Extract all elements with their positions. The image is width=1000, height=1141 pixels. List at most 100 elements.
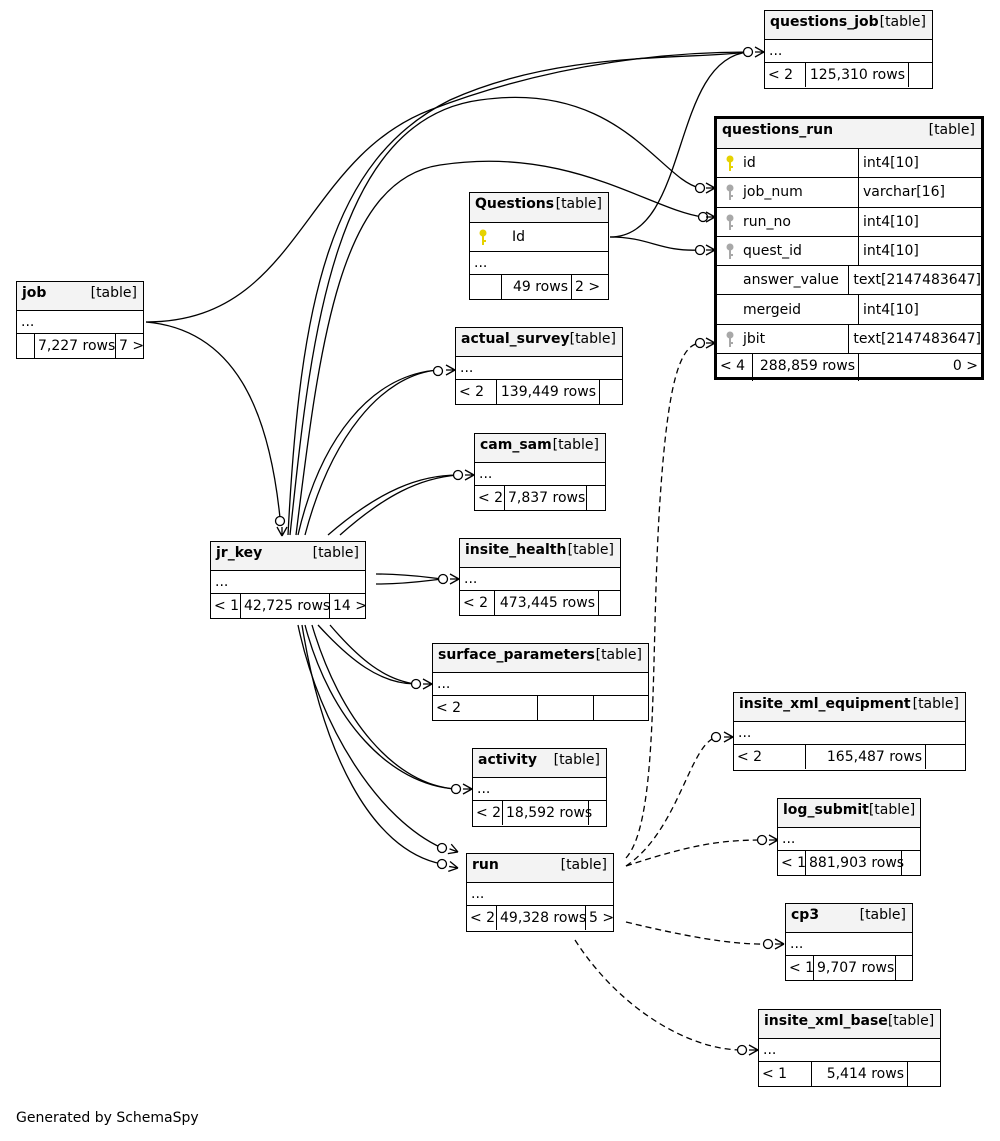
- column-name-cell: answer_value: [717, 266, 850, 295]
- row-count: 42,725 rows: [241, 594, 330, 618]
- rel-run-qr-jbit: [625, 342, 701, 859]
- children-count[interactable]: [600, 380, 622, 404]
- row-count: 165,487 rows: [806, 745, 926, 769]
- children-count[interactable]: [909, 63, 931, 87]
- parents-count[interactable]: < 2: [473, 801, 503, 825]
- table-kind: [table]: [868, 802, 916, 818]
- table-name: job: [22, 285, 47, 301]
- table-run[interactable]: run [table] ... < 2 49,328 rows 5 >: [466, 853, 614, 932]
- table-surface_parameters[interactable]: surface_parameters [table] ... < 2: [432, 643, 649, 721]
- children-count[interactable]: [587, 486, 605, 510]
- rel-job-questions_job: [145, 51, 749, 323]
- children-count[interactable]: [594, 696, 648, 720]
- parents-count[interactable]: < 2: [475, 486, 505, 510]
- table-name: surface_parameters: [438, 647, 595, 663]
- parents-count[interactable]: < 2: [467, 906, 497, 930]
- table-name: cam_sam: [480, 437, 552, 453]
- column-name: mergeid: [743, 301, 802, 318]
- column-name: id: [743, 155, 756, 172]
- column-name-cell: run_no: [717, 207, 859, 236]
- primary-key-icon: [479, 229, 487, 245]
- crowfoot: [754, 46, 765, 58]
- columns-collapsed: ...: [473, 778, 606, 801]
- columns-collapsed: ...: [470, 252, 608, 275]
- end-circle: [710, 731, 722, 743]
- table-job[interactable]: job [table] ... 7,227 rows 7 >: [16, 281, 144, 359]
- parents-count[interactable]: < 2: [765, 63, 806, 87]
- columns-collapsed: ...: [786, 933, 912, 956]
- crowfoot: [462, 783, 473, 795]
- columns-collapsed: ...: [456, 357, 622, 380]
- column-name-cell: quest_id: [717, 236, 859, 266]
- column-name-cell: id: [717, 149, 859, 178]
- table-kind: [table]: [312, 545, 359, 561]
- foreign-key-icon: [726, 184, 734, 201]
- column-name: answer_value: [743, 272, 839, 289]
- crowfoot: [464, 469, 475, 481]
- table-cp3[interactable]: cp3 [table] ... < 1 9,707 rows: [785, 903, 913, 981]
- parents-count[interactable]: < 2: [460, 591, 495, 615]
- column-name: quest_id: [743, 243, 802, 260]
- table-jr_key[interactable]: jr_key [table] ... < 1 42,725 rows 14 >: [210, 541, 367, 619]
- generator-credit: Generated by SchemaSpy: [16, 1110, 199, 1126]
- rel-jrkey-run-1: [297, 624, 443, 849]
- end-circle: [452, 469, 464, 481]
- table-insite_health[interactable]: insite_health [table] ... < 2 473,445 ro…: [459, 538, 621, 616]
- table-name: activity: [478, 752, 537, 768]
- children-count[interactable]: [896, 956, 912, 980]
- children-count[interactable]: 14 >: [333, 598, 367, 614]
- table-insite_xml_equipment[interactable]: insite_xml_equipment [table] ... < 2 165…: [733, 692, 966, 771]
- crowfoot: [447, 860, 460, 874]
- table-insite_xml_base[interactable]: insite_xml_base [table] ... < 1 5,414 ro…: [758, 1009, 941, 1087]
- rel-jrkey-qr-runno: [295, 160, 704, 536]
- end-circle: [432, 365, 444, 377]
- parents-count[interactable]: < 2: [433, 696, 538, 720]
- crowfoot: [449, 573, 460, 585]
- table-cam_sam[interactable]: cam_sam [table] ... < 2 7,837 rows: [474, 433, 606, 511]
- parents-count[interactable]: < 2: [456, 380, 497, 404]
- children-count[interactable]: 0 >: [952, 358, 978, 375]
- table-activity[interactable]: activity [table] ... < 2 18,592 rows: [472, 748, 607, 827]
- column-type: int4[10]: [863, 243, 919, 260]
- parents-count[interactable]: < 1: [786, 956, 814, 980]
- column-name: job_num: [743, 184, 803, 201]
- children-count[interactable]: 7 >: [119, 338, 145, 354]
- children-count[interactable]: 2 >: [575, 279, 601, 295]
- children-count[interactable]: [908, 1062, 940, 1086]
- children-count[interactable]: [599, 591, 620, 615]
- table-name: insite_xml_equipment: [739, 696, 911, 712]
- rel-jrkey-actual_survey-1: [297, 369, 439, 536]
- children-count[interactable]: [589, 801, 606, 825]
- parents-count[interactable]: < 1: [211, 594, 241, 618]
- children-count[interactable]: [902, 851, 920, 875]
- table-actual_survey[interactable]: actual_survey [table] ... < 2 139,449 ro…: [455, 327, 623, 405]
- parents-count[interactable]: < 1: [759, 1062, 812, 1086]
- rel-jrkey-run-2: [301, 624, 443, 865]
- table-kind: [table]: [555, 196, 602, 212]
- children-count[interactable]: 5 >: [589, 910, 615, 926]
- foreign-key-icon: [726, 331, 734, 347]
- columns-collapsed: ...: [17, 311, 143, 334]
- row-count: 9,707 rows: [814, 956, 896, 980]
- children-count[interactable]: [926, 745, 964, 769]
- foreign-key-icon: [726, 214, 734, 230]
- column-type: int4[10]: [863, 155, 919, 172]
- table-name: jr_key: [216, 545, 263, 561]
- parents-count[interactable]: [470, 275, 502, 299]
- row-count: 7,227 rows: [35, 334, 116, 358]
- rel-jrkey-surface_parameters-1: [317, 624, 417, 685]
- table-log_submit[interactable]: log_submit [table] ... < 1 881,903 rows: [777, 798, 921, 876]
- end-circle: [450, 783, 462, 795]
- parents-count[interactable]: [17, 334, 35, 358]
- table-name: run: [472, 857, 499, 873]
- table-questions_job[interactable]: questions_job [table] ... < 2 125,310 ro…: [764, 10, 933, 89]
- parents-count[interactable]: < 1: [778, 851, 806, 875]
- table-questions[interactable]: Questions [table] Id ... 49 rows 2 >: [469, 192, 609, 300]
- table-name: questions_run: [722, 122, 834, 138]
- parents-count[interactable]: < 4: [717, 354, 753, 382]
- rel-jrkey-actual_survey-2: [304, 369, 439, 536]
- column-row: quest_id int4[10]: [717, 236, 981, 267]
- parents-count[interactable]: < 2: [734, 745, 806, 769]
